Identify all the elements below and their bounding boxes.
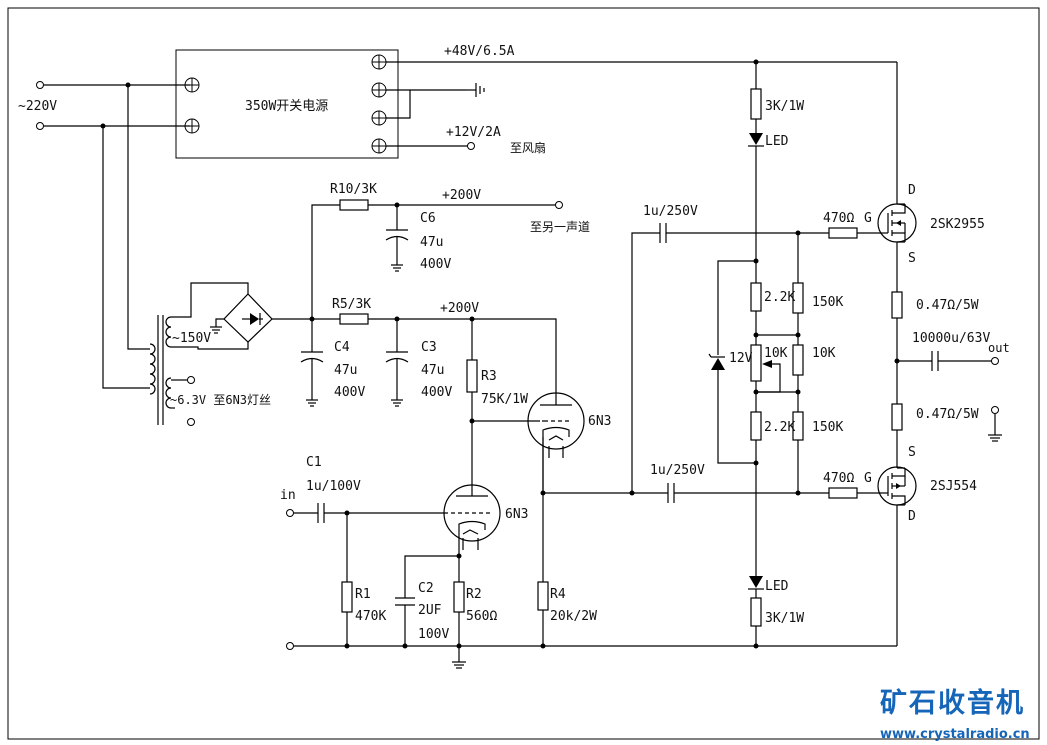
r4-name: R4 bbox=[550, 587, 566, 602]
r4-value: 20k/2W bbox=[550, 609, 597, 624]
zener-label: 12V bbox=[729, 351, 753, 366]
rail-48v-label: +48V/6.5A bbox=[444, 44, 515, 59]
rs-bottom-label: 0.47Ω/5W bbox=[916, 407, 979, 422]
led-bottom-label: LED bbox=[765, 579, 789, 594]
mosfet-bottom-icon bbox=[877, 466, 917, 506]
bridge-rectifier bbox=[210, 293, 312, 343]
watermark-url: www.crystalradio.cn bbox=[880, 727, 1030, 742]
chassis-ground-icon bbox=[466, 83, 485, 97]
s-bottom-label: S bbox=[908, 445, 916, 460]
r5-label: R5/3K bbox=[332, 297, 371, 312]
rg-bottom-label: 470Ω bbox=[823, 471, 854, 486]
led-bottom-icon bbox=[748, 576, 764, 590]
led-top-icon bbox=[748, 133, 764, 147]
smps-module: 350W开关电源 +48V/6.5A +12V/2A 至风扇 bbox=[175, 44, 897, 159]
tube-lower-icon bbox=[443, 484, 501, 550]
mains-terminal-top[interactable] bbox=[36, 81, 44, 89]
q-top-label: 2SK2955 bbox=[930, 217, 985, 232]
smps-terminal-icons bbox=[184, 54, 387, 154]
output-ground-terminal[interactable] bbox=[991, 406, 999, 414]
hv-200v-label-mid: +200V bbox=[440, 301, 479, 316]
secondary-6v3-label: ~6.3V 至6N3灯丝 bbox=[170, 393, 271, 407]
c4-voltage: 400V bbox=[334, 385, 365, 400]
r2-name: R2 bbox=[466, 587, 482, 602]
r150-top-label: 150K bbox=[812, 295, 843, 310]
g-bottom-label: G bbox=[864, 471, 872, 486]
d-bottom-label: D bbox=[908, 509, 916, 524]
hv-200v-label-top: +200V bbox=[442, 188, 481, 203]
r10-label: R10/3K bbox=[330, 182, 377, 197]
r1-value: 470K bbox=[355, 609, 386, 624]
smps-label: 350W开关电源 bbox=[245, 99, 328, 114]
c3-voltage: 400V bbox=[421, 385, 452, 400]
c4-name: C4 bbox=[334, 340, 350, 355]
input-terminal[interactable] bbox=[286, 509, 294, 517]
r1-name: R1 bbox=[355, 587, 371, 602]
mains-terminal-bottom[interactable] bbox=[36, 122, 44, 130]
pot-label: 10K bbox=[764, 346, 788, 361]
s-top-label: S bbox=[908, 251, 916, 266]
tube-upper-label: 6N3 bbox=[588, 414, 611, 429]
input-label: in bbox=[280, 488, 296, 503]
r22-bottom-label: 2.2K bbox=[764, 420, 795, 435]
cout-label: 10000u/63V bbox=[912, 331, 990, 346]
c3-value: 47u bbox=[421, 363, 444, 378]
q-bottom-label: 2SJ554 bbox=[930, 479, 977, 494]
c2-value: 2UF bbox=[418, 603, 442, 618]
watermark-cn: 矿石收音机 bbox=[880, 687, 1025, 719]
other-channel-label: 至另一声道 bbox=[530, 220, 590, 234]
c-bottom-label: 1u/250V bbox=[650, 463, 705, 478]
mosfet-top-icon bbox=[877, 203, 917, 243]
c1-value: 1u/100V bbox=[306, 479, 361, 494]
r10k-label: 10K bbox=[812, 346, 836, 361]
smps-box bbox=[175, 49, 399, 159]
transformer: ~150V ~6.3V 至6N3灯丝 bbox=[149, 282, 271, 426]
c2-voltage: 100V bbox=[418, 627, 449, 642]
zener-icon bbox=[708, 353, 725, 370]
drawing-border bbox=[7, 7, 1040, 740]
rg-top-label: 470Ω bbox=[823, 211, 854, 226]
bridge-diode-icon bbox=[250, 313, 259, 325]
mains-voltage-label: ~220V bbox=[18, 99, 57, 114]
g-top-label: G bbox=[864, 211, 872, 226]
rs-top-label: 0.47Ω/5W bbox=[916, 298, 979, 313]
hv-supply: R10/3K +200V 至另一声道 C6 47u 400V R5/3K +20… bbox=[300, 182, 590, 407]
c6-value: 47u bbox=[420, 235, 443, 250]
r-led-top-label: 3K/1W bbox=[765, 99, 804, 114]
mains-section: ~220V bbox=[18, 81, 190, 389]
c4-value: 47u bbox=[334, 363, 357, 378]
other-channel-terminal[interactable] bbox=[555, 201, 563, 209]
c-top-label: 1u/250V bbox=[643, 204, 698, 219]
r22-top-label: 2.2K bbox=[764, 290, 795, 305]
r3-name: R3 bbox=[481, 369, 497, 384]
c6-voltage: 400V bbox=[420, 257, 451, 272]
output-stage: 1u/250V 1u/250V 3K/1W LED LED 3K/1W 2.2K… bbox=[629, 62, 1010, 646]
secondary-150v-label: ~150V bbox=[172, 331, 211, 346]
tube-upper-icon bbox=[527, 392, 585, 490]
c6-name: C6 bbox=[420, 211, 436, 226]
c3-name: C3 bbox=[421, 340, 437, 355]
tube-stage: R3 75K/1W 6N3 6N3 C1 1u/100V in R1 470K … bbox=[280, 319, 897, 669]
d-top-label: D bbox=[908, 183, 916, 198]
fan-label: 至风扇 bbox=[510, 140, 546, 155]
r2-value: 560Ω bbox=[466, 609, 497, 624]
output-terminal[interactable] bbox=[991, 357, 999, 365]
c2-name: C2 bbox=[418, 581, 434, 596]
fan-terminal[interactable] bbox=[467, 142, 475, 150]
rail-12v-label: +12V/2A bbox=[446, 125, 501, 140]
r150-bottom-label: 150K bbox=[812, 420, 843, 435]
c1-name: C1 bbox=[306, 455, 322, 470]
r-led-bottom-label: 3K/1W bbox=[765, 611, 804, 626]
ground-terminal[interactable] bbox=[286, 642, 294, 650]
out-label: out bbox=[988, 341, 1010, 355]
led-top-label: LED bbox=[765, 134, 789, 149]
tube-lower-label: 6N3 bbox=[505, 507, 528, 522]
r3-value: 75K/1W bbox=[481, 392, 528, 407]
